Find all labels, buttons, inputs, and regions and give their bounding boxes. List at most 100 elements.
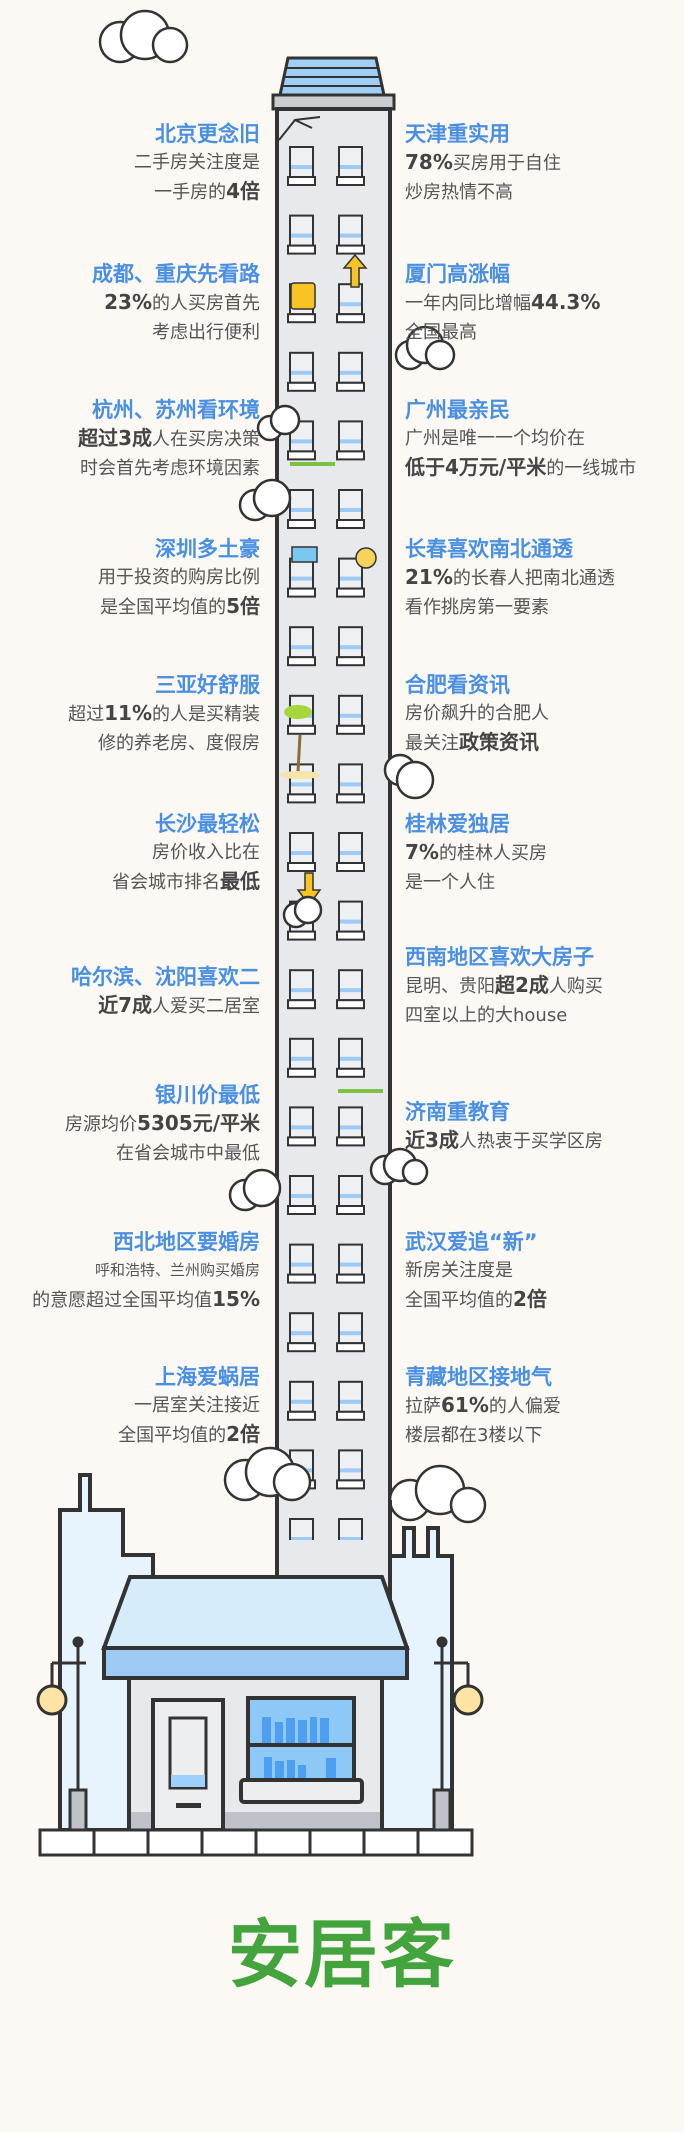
window <box>287 214 316 255</box>
fact-left-6: 长沙最轻松房价收入比在省会城市排名最低 <box>10 810 260 897</box>
fact-title: 银川价最低 <box>155 1083 260 1107</box>
window <box>336 351 365 392</box>
fact-text: 人爱买二居室 <box>152 996 260 1017</box>
fact-title: 长春喜欢南北通透 <box>405 537 573 561</box>
fact-text: 的桂林人买房 <box>438 843 547 864</box>
cloud <box>388 1464 487 1524</box>
fact-text: 楼层都在3楼以下 <box>405 1425 543 1446</box>
arrow-up-icon <box>342 253 368 288</box>
fact-text: 房源均价 <box>65 1114 138 1135</box>
window <box>336 694 365 735</box>
fact-text: 时会首先考虑环境因素 <box>80 458 260 479</box>
fact-highlight: 21% <box>405 565 453 589</box>
window <box>336 557 365 598</box>
cloud <box>369 1147 429 1186</box>
fact-title: 北京更念旧 <box>155 122 260 146</box>
fact-text: 新房关注度是 <box>405 1260 513 1281</box>
cloud <box>238 478 292 522</box>
fact-text-line: 考虑出行便利 <box>10 318 260 347</box>
fact-highlight: 2倍 <box>226 1422 260 1446</box>
fact-highlight: 最低 <box>220 869 260 893</box>
fact-left-1: 北京更念旧二手房关注度是一手房的4倍 <box>10 120 260 207</box>
window <box>287 146 316 186</box>
fact-text: 的长春人把南北通透 <box>452 568 615 589</box>
fact-title: 武汉爱追“新” <box>405 1230 538 1254</box>
fact-text-line: 四室以上的大house <box>405 1001 680 1030</box>
fact-text-line: 炒房热情不高 <box>405 178 680 207</box>
window <box>336 1449 365 1490</box>
sidewalk <box>38 1828 474 1857</box>
window <box>287 1037 316 1078</box>
window <box>336 900 365 941</box>
window <box>287 1380 316 1421</box>
fact-highlight: 11% <box>104 701 152 725</box>
fact-title: 合肥看资讯 <box>405 673 510 697</box>
window <box>287 489 316 529</box>
fact-title: 西北地区要婚房 <box>113 1230 260 1254</box>
fact-title: 广州最亲民 <box>405 398 510 422</box>
fact-right-7: 西南地区喜欢大房子昆明、贵阳超2成人购买四室以上的大house <box>405 943 680 1030</box>
window <box>287 626 316 667</box>
fact-text: 的一线城市 <box>546 458 637 479</box>
fact-highlight: 78% <box>405 150 453 174</box>
fact-title: 深圳多土豪 <box>155 537 260 561</box>
window <box>287 832 316 872</box>
shop-awning <box>102 1646 409 1680</box>
window <box>287 1175 316 1215</box>
fact-text-line: 7%的桂林人买房 <box>405 838 680 868</box>
bus-icon <box>290 282 316 310</box>
fact-right-9: 武汉爱追“新”新房关注度是全国平均值的2倍 <box>405 1228 680 1315</box>
fact-text-line: 低于4万元/平米的一线城市 <box>405 453 680 483</box>
window <box>287 763 316 804</box>
fact-text-line: 省会城市排名最低 <box>10 867 260 897</box>
window <box>336 1312 365 1353</box>
fact-text: 呼和浩特、兰州购买婚房 <box>94 1261 260 1279</box>
window <box>287 557 316 598</box>
fact-right-2: 厦门高涨幅一年内同比增幅44.3%全国最高 <box>405 260 680 347</box>
fact-text-line: 修的养老房、度假房 <box>10 729 260 758</box>
window <box>336 146 365 186</box>
fact-text: 超过 <box>68 704 105 725</box>
sidewalk-tile <box>92 1828 150 1857</box>
fact-text-line: 二手房关注度是 <box>10 148 260 177</box>
fact-title: 长沙最轻松 <box>155 812 260 836</box>
sidewalk-tile <box>200 1828 258 1857</box>
window <box>287 1106 316 1147</box>
fact-highlight: 5305元/平米 <box>137 1111 260 1135</box>
fact-text: 全国平均值的 <box>118 1425 227 1446</box>
fact-text-line: 的意愿超过全国平均值15% <box>10 1285 260 1315</box>
fact-text-line: 23%的人买房首先 <box>10 288 260 318</box>
fact-text-line: 房源均价5305元/平米 <box>10 1109 260 1139</box>
window <box>336 489 365 529</box>
fact-text-line: 用于投资的购房比例 <box>10 563 260 592</box>
cloud <box>282 895 323 929</box>
fact-highlight: 近3成 <box>405 1128 459 1152</box>
fact-text: 拉萨 <box>405 1396 441 1417</box>
fact-text-line: 21%的长春人把南北通透 <box>405 563 680 593</box>
window <box>336 1243 365 1284</box>
window <box>336 1037 365 1078</box>
fact-text: 一手房的 <box>154 182 227 203</box>
fact-text-line: 看作挑房第一要素 <box>405 593 680 622</box>
fact-text-line: 昆明、贵阳超2成人购买 <box>405 971 680 1001</box>
fact-text-line: 近7成人爱买二居室 <box>10 991 260 1021</box>
fact-text-line: 最关注政策资讯 <box>405 728 680 758</box>
fact-title: 杭州、苏州看环境 <box>92 398 260 422</box>
fact-text: 省会城市排名 <box>112 872 220 893</box>
fact-text-line: 是一个人住 <box>405 868 680 897</box>
fact-title: 天津重实用 <box>405 122 510 146</box>
fact-text: 广州是唯一一个均价在 <box>405 428 585 449</box>
fact-highlight: 61% <box>441 1393 489 1417</box>
fact-title: 厦门高涨幅 <box>405 262 510 286</box>
grass <box>338 1089 383 1093</box>
cloud <box>383 753 435 800</box>
street-lamp-left <box>36 1636 88 1832</box>
cloud <box>98 9 189 64</box>
fact-left-5: 三亚好舒服超过11%的人是买精装修的养老房、度假房 <box>10 671 260 758</box>
cloud <box>228 1168 282 1212</box>
window <box>287 1243 316 1284</box>
